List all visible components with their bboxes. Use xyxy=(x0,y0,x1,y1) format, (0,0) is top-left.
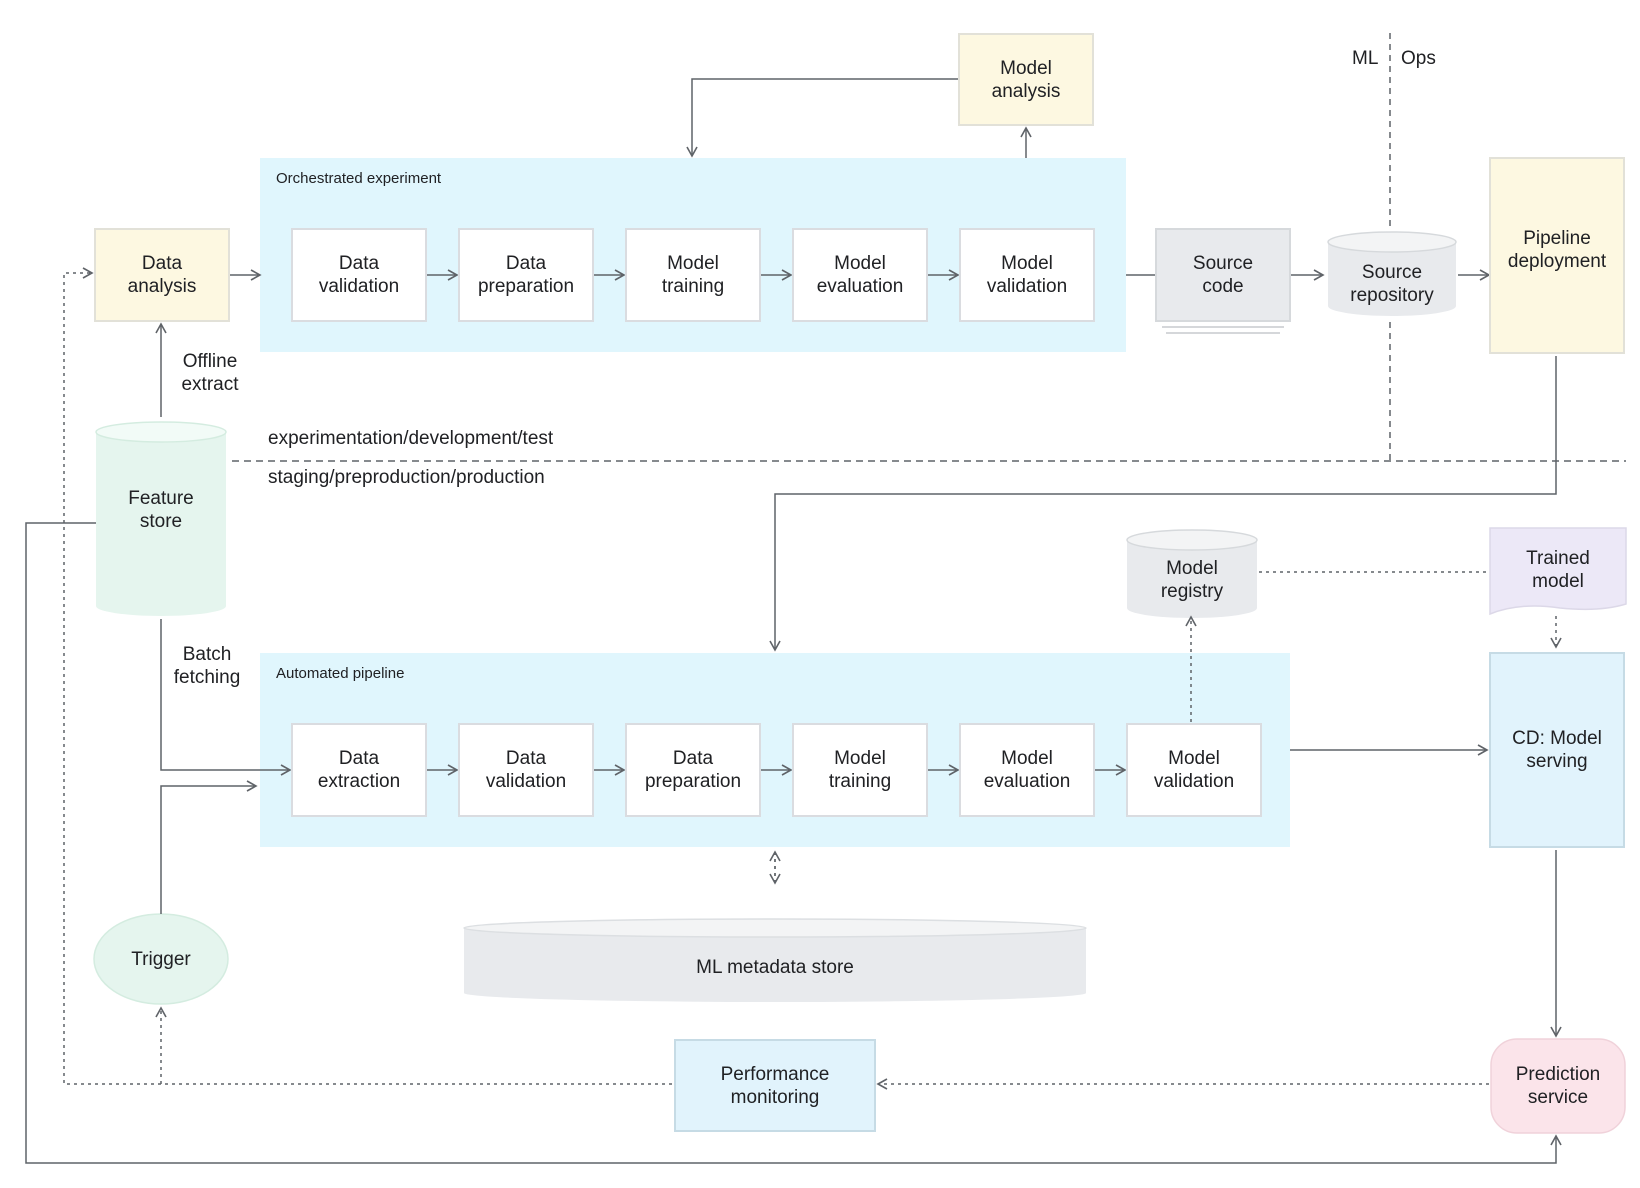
ml-label: ML xyxy=(1352,48,1379,69)
trained-model-label: Trained model xyxy=(1526,548,1590,592)
performance-monitoring-node: Performance monitoring xyxy=(674,1039,876,1132)
zone-label-top: experimentation/development/test xyxy=(268,428,554,449)
prediction-service-shape xyxy=(1490,1038,1626,1134)
ml-metadata-store-cylinder xyxy=(463,918,1087,1002)
ops-label: Ops xyxy=(1401,48,1436,69)
model-registry-cylinder xyxy=(1126,529,1258,618)
pipe-step-model-validation: Model validation xyxy=(1126,723,1262,817)
data-analysis-node: Data analysis xyxy=(94,228,230,322)
trained-model-shape xyxy=(1489,527,1627,616)
source-repository-label: Source repository xyxy=(1350,262,1434,306)
source-repository-cylinder xyxy=(1327,231,1457,316)
offline-extract-label: Offline extract xyxy=(181,351,239,395)
zone-label-bottom: staging/preproduction/production xyxy=(268,467,545,488)
trigger-label: Trigger xyxy=(131,948,191,970)
prediction-service-label: Prediction service xyxy=(1515,1064,1601,1108)
ml-metadata-store-label: ML metadata store xyxy=(696,956,854,978)
exp-step-model-validation: Model validation xyxy=(959,228,1095,322)
feature-store-cylinder xyxy=(95,421,227,616)
orchestrated-experiment-title: Orchestrated experiment xyxy=(276,170,442,187)
batch-fetching-label: Batch fetching xyxy=(173,644,241,688)
pipeline-deployment-node: Pipeline deployment xyxy=(1489,157,1625,354)
feature-store-label: Feature store xyxy=(128,488,194,532)
exp-step-model-training: Model training xyxy=(625,228,761,322)
cd-model-serving-node: CD: Model serving xyxy=(1489,652,1625,848)
pipeline-deployment-label: Pipeline deployment xyxy=(1507,228,1607,272)
pipe-step-model-training: Model training xyxy=(792,723,928,817)
pipe-step-model-evaluation: Model evaluation xyxy=(959,723,1095,817)
model-analysis-node: Model analysis xyxy=(958,33,1094,126)
pipe-step-data-validation: Data validation xyxy=(458,723,594,817)
exp-step-data-preparation: Data preparation xyxy=(458,228,594,322)
automated-pipeline-title: Automated pipeline xyxy=(276,665,405,682)
automated-pipeline-container: Automated pipeline xyxy=(260,653,1290,847)
exp-step-model-evaluation: Model evaluation xyxy=(792,228,928,322)
pipe-step-data-extraction: Data extraction xyxy=(291,723,427,817)
pipe-step-data-preparation: Data preparation xyxy=(625,723,761,817)
source-code-node: Source code xyxy=(1155,228,1291,322)
model-registry-label: Model registry xyxy=(1160,558,1224,602)
exp-step-data-validation: Data validation xyxy=(291,228,427,322)
